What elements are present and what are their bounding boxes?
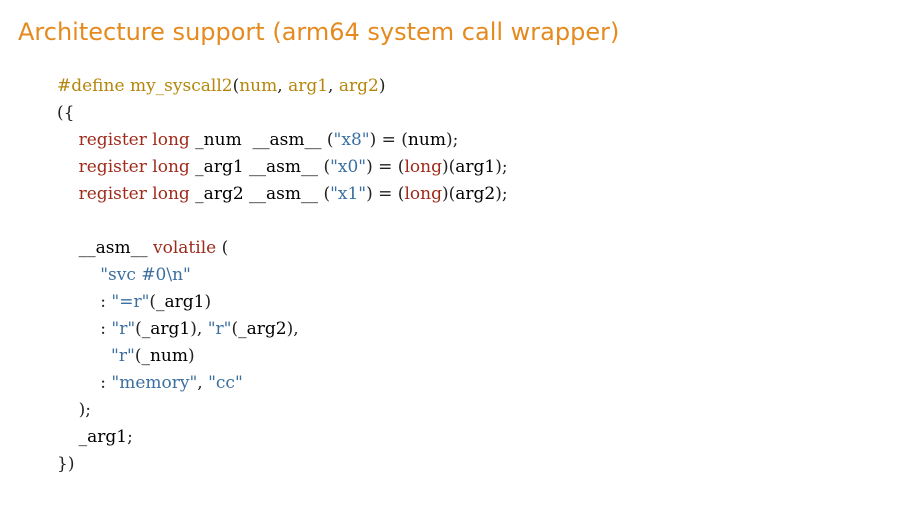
code-token-string: "svc #0\n" (100, 265, 191, 285)
code-token-identifier: arg2 (455, 184, 496, 204)
code-token-identifier: arg1 (455, 157, 496, 177)
code-token-identifier: _arg1 (141, 319, 191, 339)
code-token-plain: ( (326, 130, 334, 150)
code-token-plain: ); (445, 130, 459, 150)
code-token-identifier: _arg2 __asm__ (189, 184, 324, 204)
code-token-plain: ( (149, 292, 157, 312)
code-token-string: "r" (111, 346, 135, 366)
code-token-plain: ), (286, 319, 299, 339)
code-line: : "r"(_arg1), "r"(_arg2), (57, 316, 508, 343)
code-token-plain: )( (441, 184, 456, 204)
code-token-string: "memory" (111, 373, 198, 393)
code-token-plain: ( (216, 238, 229, 258)
code-line: : "=r"(_arg1) (57, 289, 508, 316)
code-line: }) (57, 451, 508, 478)
code-token-identifier: _arg2 (238, 319, 287, 339)
code-token-plain: ( (231, 319, 239, 339)
code-token-plain: ( (135, 319, 142, 339)
code-token-macro-name: my_syscall2 (129, 76, 233, 96)
code-token-plain: , (328, 76, 339, 96)
code-token-string: "r" (111, 319, 136, 339)
slide-title: Architecture support (arm64 system call … (18, 18, 620, 46)
code-token-identifier: __asm__ (78, 238, 148, 258)
code-token-plain: ), (190, 319, 208, 339)
code-token-macro-name: num (239, 76, 278, 96)
code-token-plain: ) (187, 346, 195, 366)
code-token-keyword: long (404, 184, 442, 204)
code-token-plain: ) = ( (366, 184, 405, 204)
code-line: "r"(_num) (57, 343, 508, 370)
code-token-plain: }) (57, 454, 75, 474)
code-token-plain: : (57, 292, 112, 312)
code-token-plain: ); (57, 400, 91, 420)
code-token-string: "r" (207, 319, 232, 339)
code-token-plain: ) (204, 292, 212, 312)
code-token-plain (57, 238, 79, 258)
code-token-plain: ({ (57, 103, 75, 123)
code-token-keyword: register long (78, 184, 190, 204)
code-token-plain: ( (134, 346, 142, 366)
code-line: ({ (57, 100, 508, 127)
code-token-plain (57, 346, 111, 366)
code-token-plain: , (197, 373, 209, 393)
code-token-macro-name: arg1 (288, 76, 329, 96)
code-line: register long _arg2 __asm__ ("x1") = (lo… (57, 181, 508, 208)
code-token-identifier: num (407, 130, 446, 150)
code-line: "svc #0\n" (57, 262, 508, 289)
code-token-string: "x1" (330, 184, 367, 204)
code-token-plain (57, 184, 79, 204)
code-token-plain: ( (323, 184, 331, 204)
code-token-plain: )( (441, 157, 456, 177)
code-token-keyword: register long (78, 157, 190, 177)
code-token-plain (57, 157, 79, 177)
code-token-plain: : (57, 319, 112, 339)
code-block: #define my_syscall2(num, arg1, arg2)({ r… (57, 73, 508, 478)
code-token-identifier: _arg1 __asm__ (189, 157, 324, 177)
code-token-macro-name: #define (57, 76, 130, 96)
code-token-plain: ( (232, 76, 240, 96)
code-line: register long _arg1 __asm__ ("x0") = (lo… (57, 154, 508, 181)
code-token-plain: ) (378, 76, 386, 96)
code-line: register long _num __asm__ ("x8") = (num… (57, 127, 508, 154)
code-token-plain: ); (495, 184, 508, 204)
code-token-plain: ); (495, 157, 508, 177)
code-line: _arg1; (57, 424, 508, 451)
code-token-string: "x8" (333, 130, 370, 150)
code-token-plain (57, 130, 79, 150)
code-token-string: "=r" (111, 292, 150, 312)
code-line (57, 208, 508, 235)
code-token-plain: ) = ( (369, 130, 408, 150)
code-token-plain (57, 265, 100, 285)
code-token-plain: ; (127, 427, 133, 447)
code-token-keyword: long (404, 157, 442, 177)
code-token-plain: , (277, 76, 289, 96)
code-token-string: "x0" (330, 157, 367, 177)
code-token-keyword: volatile (147, 238, 217, 258)
code-token-plain: : (57, 373, 112, 393)
code-line: #define my_syscall2(num, arg1, arg2) (57, 73, 508, 100)
code-line: ); (57, 397, 508, 424)
code-token-identifier: _arg1 (78, 427, 128, 447)
code-token-string: "cc" (208, 373, 243, 393)
code-token-plain: ) = ( (366, 157, 405, 177)
code-token-plain (57, 427, 79, 447)
code-token-identifier: _num __asm__ (189, 130, 327, 150)
code-token-identifier: _num (141, 346, 188, 366)
code-line: __asm__ volatile ( (57, 235, 508, 262)
code-line: : "memory", "cc" (57, 370, 508, 397)
code-token-identifier: _arg1 (156, 292, 205, 312)
code-token-macro-name: arg2 (338, 76, 379, 96)
code-token-keyword: register long (78, 130, 190, 150)
code-token-plain: ( (323, 157, 331, 177)
